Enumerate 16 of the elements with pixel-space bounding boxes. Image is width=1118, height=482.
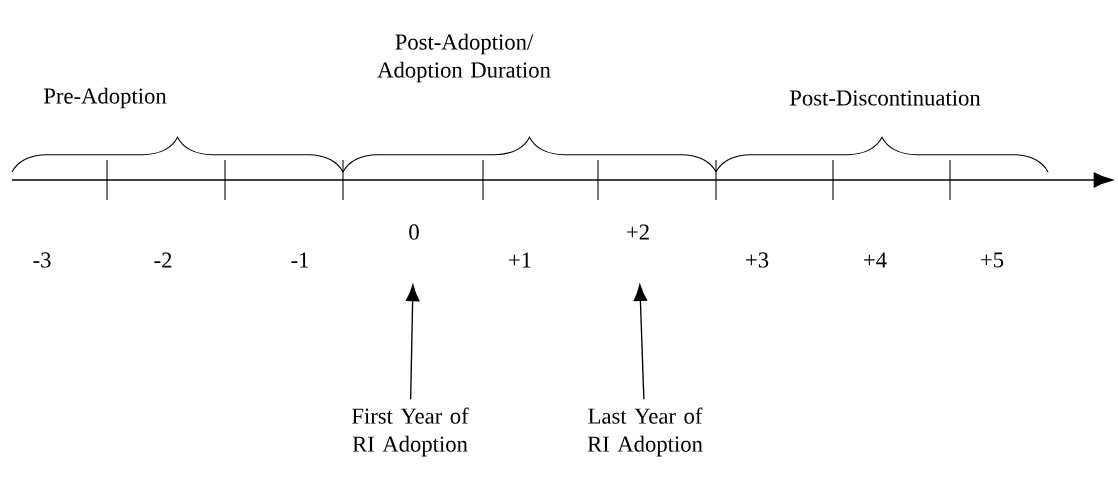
tick-label: +5 bbox=[981, 252, 1004, 268]
caption-text: First Year of RI Adoption bbox=[352, 407, 469, 457]
arrow bbox=[633, 284, 648, 400]
heading-text: Pre-Adoption bbox=[43, 87, 167, 109]
tick-label: +3 bbox=[746, 252, 769, 268]
tick-label: +2 bbox=[627, 224, 649, 240]
tick-label: 0 bbox=[409, 224, 419, 240]
tick-label: -2 bbox=[154, 252, 172, 268]
tick-label: -1 bbox=[291, 252, 309, 268]
arrow bbox=[405, 284, 420, 400]
tick-label: +4 bbox=[864, 252, 887, 268]
tick-label: +1 bbox=[509, 252, 531, 268]
caption-text: Last Year of RI Adoption bbox=[587, 407, 703, 457]
heading-text: Post-Adoption/ Adoption Duration bbox=[377, 33, 551, 83]
heading-text: Post-Discontinuation bbox=[789, 90, 981, 106]
tick-label: -3 bbox=[33, 252, 51, 268]
